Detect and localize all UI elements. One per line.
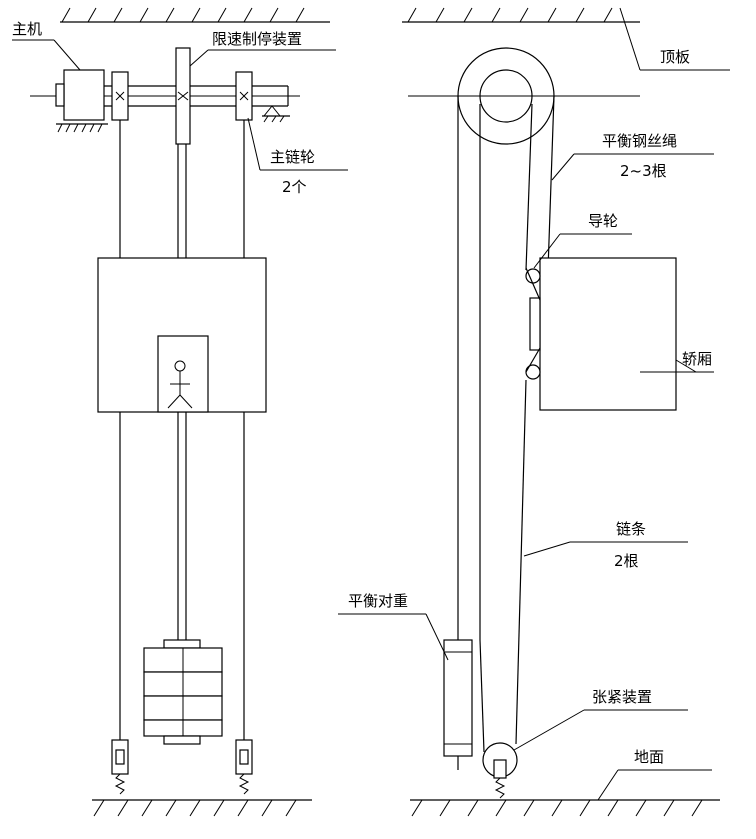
- tensioner-left-1: [111, 739, 129, 795]
- ground-left: [92, 799, 312, 817]
- label-chain-count: 2根: [614, 552, 639, 570]
- main-sprocket-left: [111, 71, 129, 121]
- bearing-support: [262, 105, 290, 123]
- ground-right: [410, 799, 720, 817]
- guide-rail: [529, 297, 541, 351]
- label-balance-wire-rope-count: 2~3根: [620, 162, 667, 180]
- tensioner-left-2: [235, 739, 253, 795]
- main-sprocket-right: [235, 71, 253, 121]
- label-main-sprocket-count: 2个: [282, 178, 307, 196]
- label-speed-limit-brake: 限速制停装置: [212, 30, 303, 48]
- guide-wheel-upper: [525, 268, 541, 284]
- motor-mount: [56, 123, 108, 133]
- label-ground: 地面: [634, 748, 665, 766]
- label-top-plate: 顶板: [660, 48, 691, 66]
- person-icon: [157, 335, 209, 413]
- label-main-motor: 主机: [12, 20, 43, 38]
- label-balance-wire-rope: 平衡钢丝绳: [602, 132, 678, 150]
- speed-limit-brake-disc: [175, 47, 191, 145]
- car-side-view: [539, 257, 677, 411]
- tensioner-wheel: [482, 742, 518, 799]
- label-guide-wheel: 导轮: [588, 212, 619, 230]
- label-tensioner: 张紧装置: [592, 688, 653, 706]
- main-motor: [55, 69, 105, 121]
- label-car: 轿厢: [682, 350, 713, 368]
- label-chain: 链条: [616, 520, 647, 538]
- ceiling-right: [402, 7, 640, 23]
- counterweight-stack: [143, 639, 223, 745]
- leader-lines: [12, 7, 730, 801]
- counterweight-right: [443, 639, 473, 757]
- label-main-sprocket: 主链轮: [270, 148, 316, 166]
- guide-wheel-lower: [525, 364, 541, 380]
- ceiling-left: [60, 7, 330, 23]
- label-counterweight: 平衡对重: [348, 592, 409, 610]
